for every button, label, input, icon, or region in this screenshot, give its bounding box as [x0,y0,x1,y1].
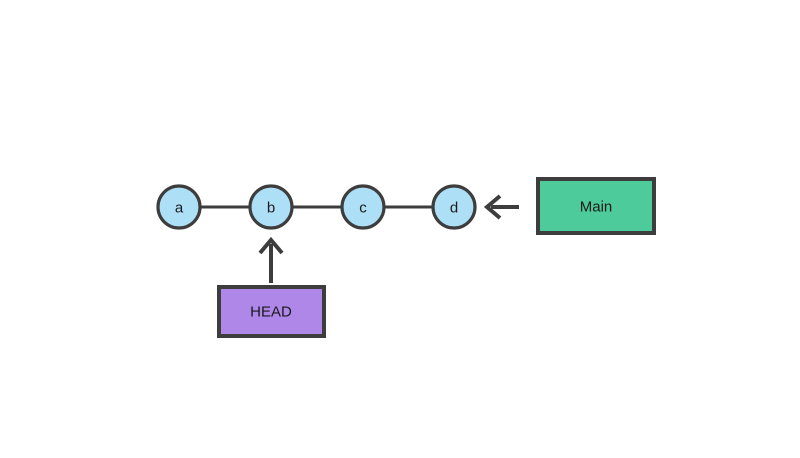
head-arrow-head [258,236,284,255]
commit-circle-c [340,184,386,230]
commit-node-a[interactable]: a [156,184,202,230]
commit-node-b[interactable]: b [248,184,294,230]
head-box [217,285,326,338]
main-box [536,177,656,235]
main-label-text: Main [580,199,613,216]
commit-label-a: a [175,200,184,217]
commit-circle-a [156,184,202,230]
commit-circle-b [248,184,294,230]
commit-label-d: d [450,200,458,217]
main-arrow-head [483,194,502,220]
commit-node-c[interactable]: c [340,184,386,230]
ref-label-head[interactable]: HEAD [217,285,326,338]
main-pointer-arrow-icon [483,194,519,220]
head-label-text: HEAD [250,304,292,321]
commit-label-c: c [359,200,367,217]
branch-label-main[interactable]: Main [536,177,656,235]
commit-label-b: b [267,200,275,217]
commit-node-d[interactable]: d [431,184,477,230]
commit-circle-d [431,184,477,230]
head-pointer-arrow-icon [258,236,284,283]
